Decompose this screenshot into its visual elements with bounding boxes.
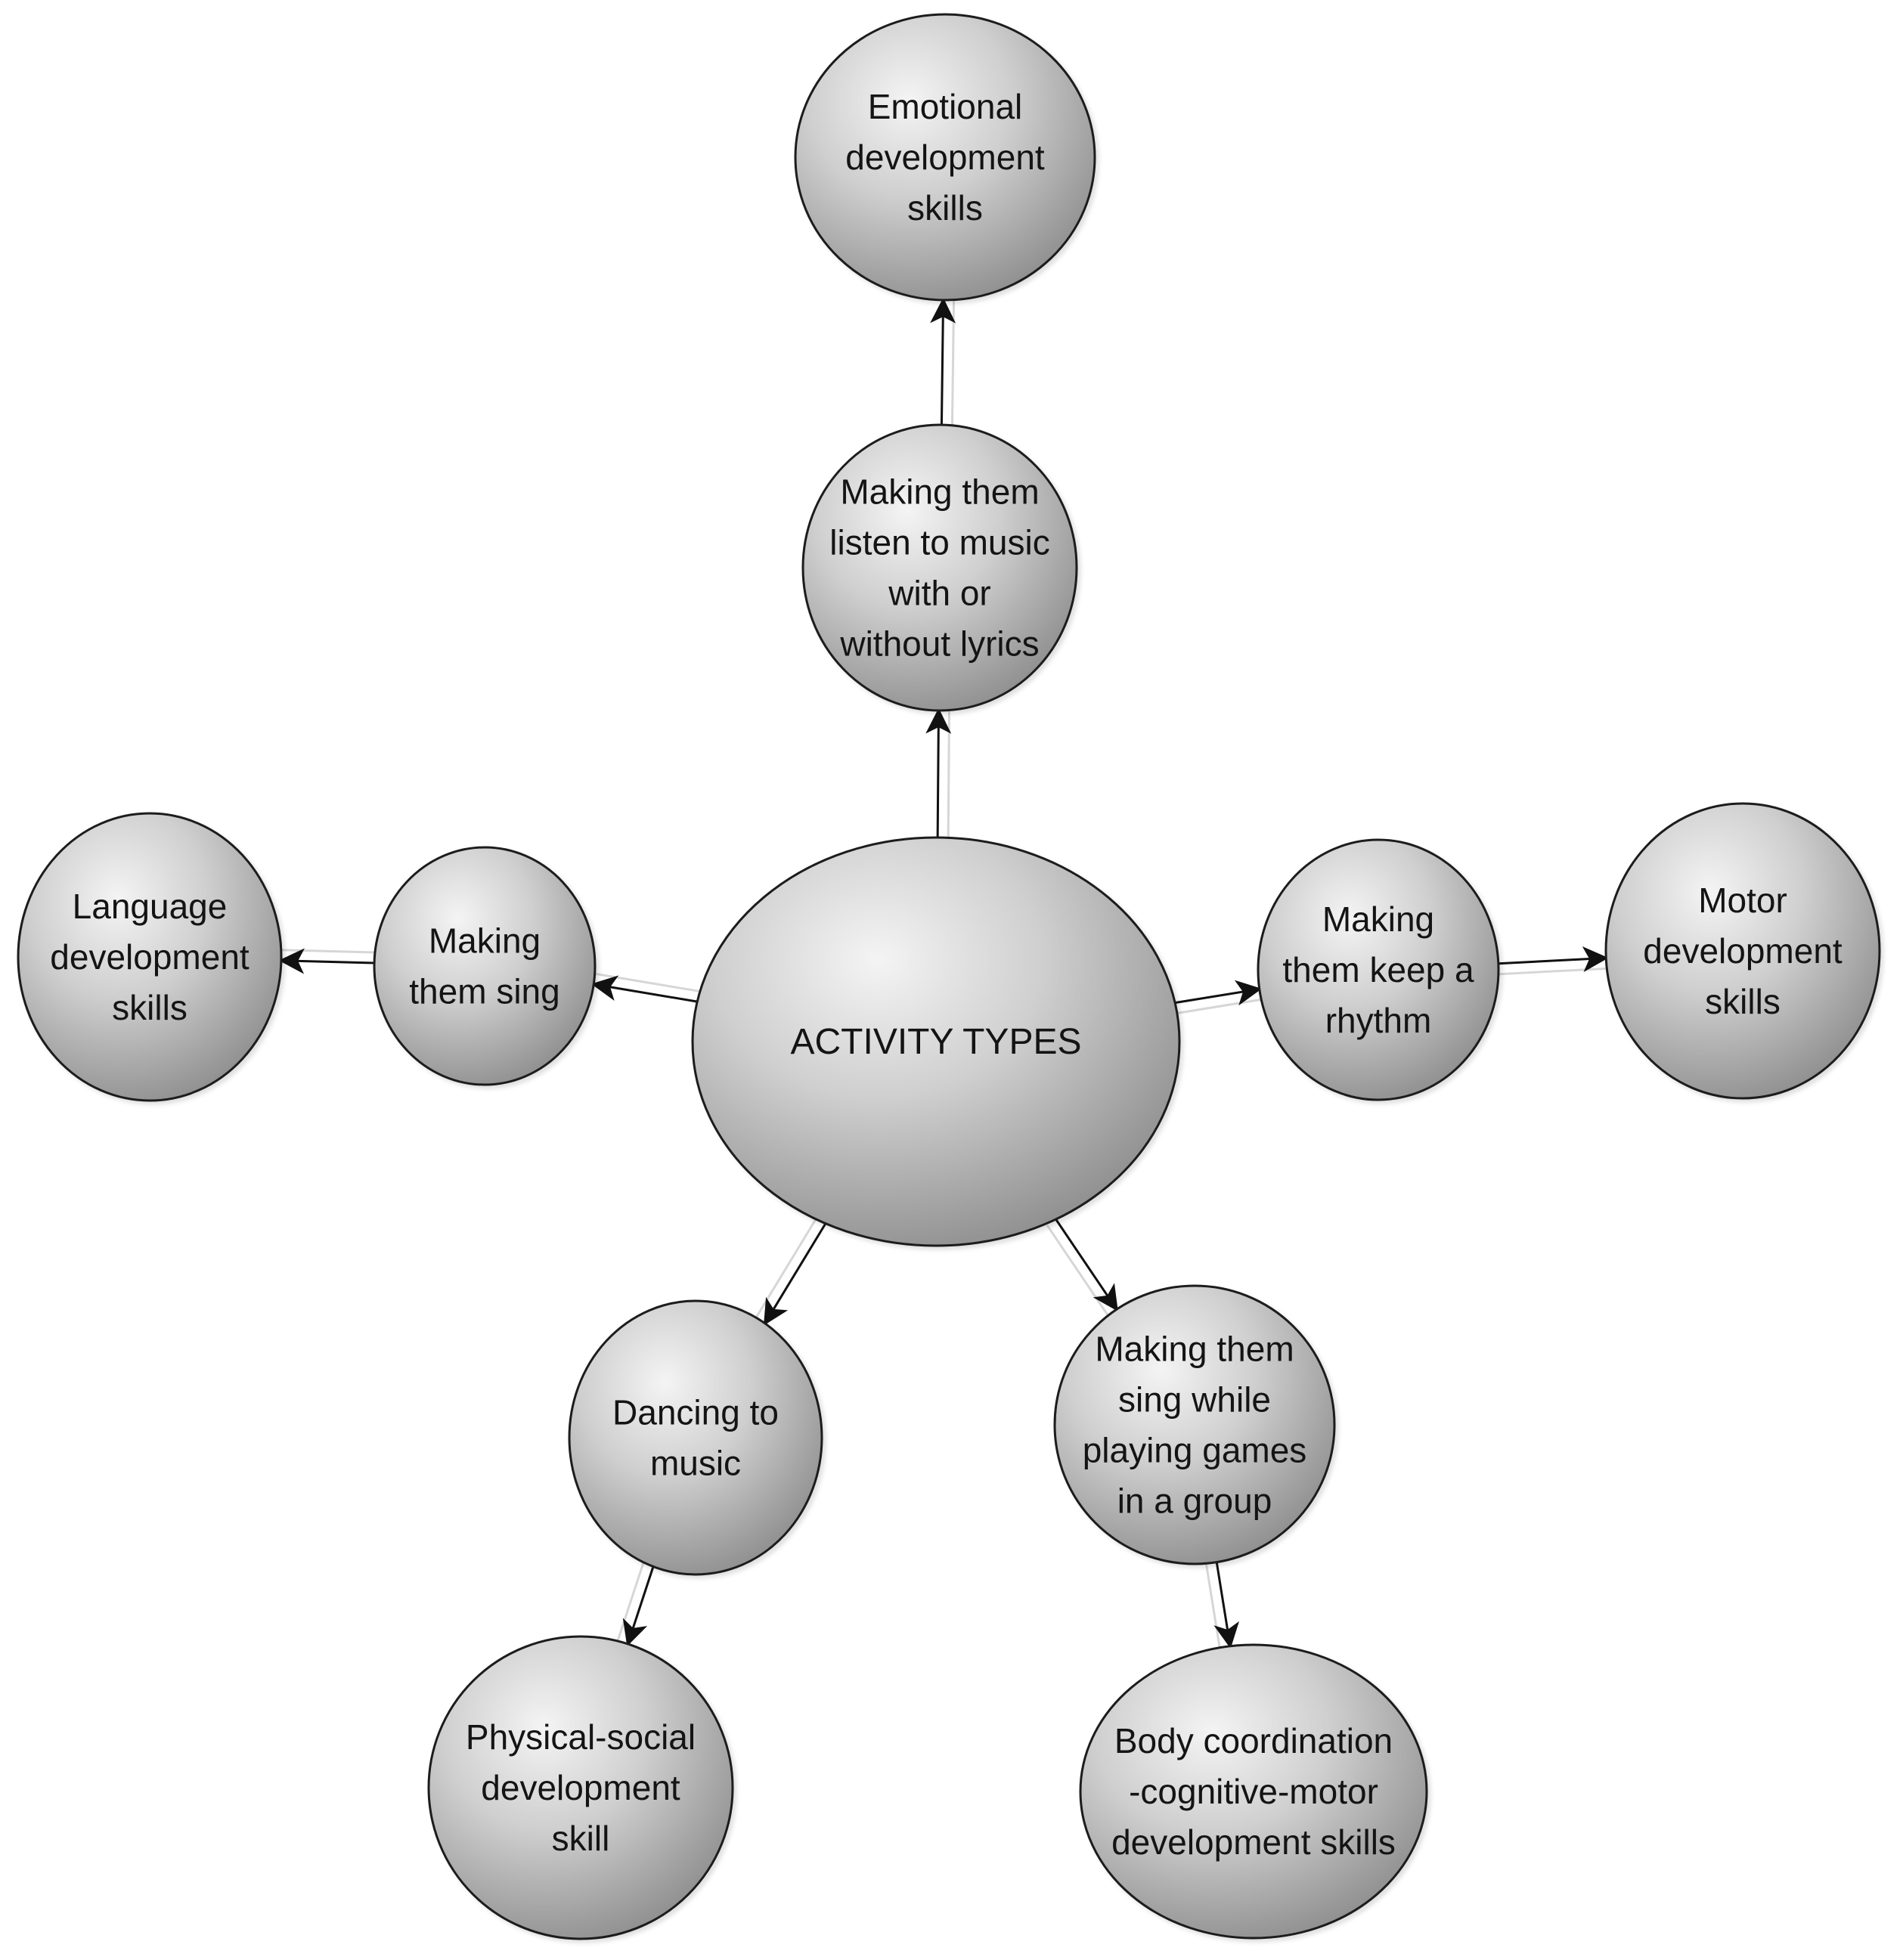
node-motor-line: skills bbox=[1705, 982, 1781, 1021]
node-rhythm-shape bbox=[1257, 838, 1500, 1101]
node-dance-shape bbox=[568, 1299, 823, 1576]
node-dance-line: Dancing to bbox=[612, 1393, 779, 1432]
node-language: Language development skills bbox=[17, 812, 283, 1102]
node-listen: Making them listen to music with or without… bbox=[801, 423, 1078, 712]
node-center: ACTIVITY TYPES bbox=[691, 836, 1181, 1247]
edge-shadow-center-listen bbox=[947, 711, 950, 838]
node-rhythm-line: rhythm bbox=[1325, 1001, 1432, 1040]
node-language-line: skills bbox=[112, 988, 188, 1027]
node-emotional-shape bbox=[794, 13, 1096, 302]
node-dance: Dancing to music bbox=[568, 1299, 823, 1576]
node-emotional: Emotional development skills bbox=[794, 13, 1096, 302]
edge-shadow-center-dance bbox=[755, 1217, 818, 1319]
node-sing-line: Making bbox=[429, 921, 541, 961]
edge-shadow-center-sing bbox=[595, 972, 699, 992]
node-motor-line: development bbox=[1643, 931, 1843, 971]
node-physical-shape bbox=[427, 1635, 734, 1940]
node-physical-label: Physical-social development skill bbox=[466, 1717, 696, 1858]
node-games: Making them sing while playing games in a g… bbox=[1053, 1284, 1336, 1565]
edge-arrow-listen-emotional bbox=[930, 297, 956, 426]
edge-arrow-center-sing bbox=[590, 975, 698, 1003]
node-motor-line: Motor bbox=[1698, 881, 1787, 920]
node-listen-line: listen to music bbox=[829, 523, 1049, 562]
node-games-line: Making them bbox=[1095, 1330, 1294, 1369]
node-sing-label: Making them sing bbox=[409, 921, 559, 1011]
node-physical-line: Physical-social bbox=[466, 1717, 696, 1757]
node-listen-line: Making them bbox=[840, 472, 1039, 512]
node-coordination-line: -cognitive-motor bbox=[1129, 1772, 1378, 1811]
node-language-label: Language development skills bbox=[50, 887, 249, 1027]
edge-arrow-center-games bbox=[1055, 1218, 1118, 1312]
node-dance-label: Dancing to music bbox=[612, 1393, 779, 1483]
node-emotional-line: skills bbox=[907, 188, 983, 228]
edge-shadow-center-games bbox=[1046, 1225, 1109, 1316]
node-listen-line: without lyrics bbox=[839, 624, 1039, 664]
node-language-line: Language bbox=[73, 887, 228, 926]
node-coordination-line: development skills bbox=[1111, 1822, 1396, 1862]
node-games-line: playing games bbox=[1083, 1431, 1307, 1470]
node-sing: Making them sing bbox=[373, 846, 597, 1086]
node-games-shape bbox=[1053, 1284, 1336, 1565]
node-listen-label: Making them listen to music with or without… bbox=[829, 472, 1049, 664]
node-listen-line: with or bbox=[888, 574, 990, 613]
node-emotional-line: Emotional bbox=[868, 87, 1023, 126]
node-physical-line: development bbox=[481, 1768, 680, 1807]
edge-arrow-dance-physical bbox=[622, 1566, 655, 1647]
edge-arrow-rhythm-motor bbox=[1498, 946, 1609, 972]
node-listen-shape bbox=[801, 423, 1078, 712]
edge-shadow-rhythm-motor bbox=[1499, 967, 1607, 976]
edge-arrow-center-rhythm bbox=[1174, 980, 1263, 1006]
node-sing-line: them sing bbox=[409, 972, 559, 1011]
edge-arrow-games-coordination bbox=[1213, 1562, 1240, 1649]
node-games-label: Making them sing while playing games in a g… bbox=[1083, 1330, 1307, 1521]
node-coordination: Body coordination -cognitive-motor develop… bbox=[1079, 1643, 1428, 1940]
node-dance-line: music bbox=[650, 1444, 741, 1483]
node-center-line: ACTIVITY TYPES bbox=[790, 1022, 1081, 1062]
node-rhythm-line: them keep a bbox=[1282, 950, 1474, 989]
node-coordination-line: Body coordination bbox=[1114, 1721, 1393, 1760]
node-center-label: ACTIVITY TYPES bbox=[790, 1022, 1081, 1062]
edge-shadow-listen-emotional bbox=[950, 300, 956, 426]
node-rhythm-line: Making bbox=[1322, 899, 1434, 939]
node-games-line: in a group bbox=[1117, 1482, 1272, 1521]
edge-arrow-center-dance bbox=[764, 1222, 827, 1326]
node-motor: Motor development skills bbox=[1604, 802, 1881, 1100]
node-physical: Physical-social development skill bbox=[427, 1635, 734, 1940]
edges-layer bbox=[278, 297, 1609, 1649]
node-sing-shape bbox=[373, 846, 597, 1086]
node-games-line: sing while bbox=[1118, 1380, 1271, 1420]
node-rhythm: Making them keep a rhythm bbox=[1257, 838, 1500, 1101]
node-motor-label: Motor development skills bbox=[1643, 881, 1843, 1021]
node-coordination-label: Body coordination -cognitive-motor develop… bbox=[1111, 1721, 1396, 1862]
node-language-line: development bbox=[50, 937, 249, 977]
node-coordination-shape bbox=[1079, 1643, 1428, 1940]
node-rhythm-label: Making them keep a rhythm bbox=[1282, 899, 1474, 1040]
node-physical-line: skill bbox=[552, 1819, 610, 1858]
edge-arrow-sing-language bbox=[278, 948, 375, 974]
edge-shadow-sing-language bbox=[281, 949, 375, 954]
edge-shadow-games-coordination bbox=[1204, 1563, 1221, 1649]
edge-shadow-dance-physical bbox=[616, 1562, 645, 1641]
node-center-shape bbox=[691, 836, 1181, 1247]
node-emotional-line: development bbox=[845, 138, 1045, 177]
node-emotional-label: Emotional development skills bbox=[845, 87, 1045, 228]
node-language-shape bbox=[17, 812, 283, 1102]
node-motor-shape bbox=[1604, 802, 1881, 1100]
